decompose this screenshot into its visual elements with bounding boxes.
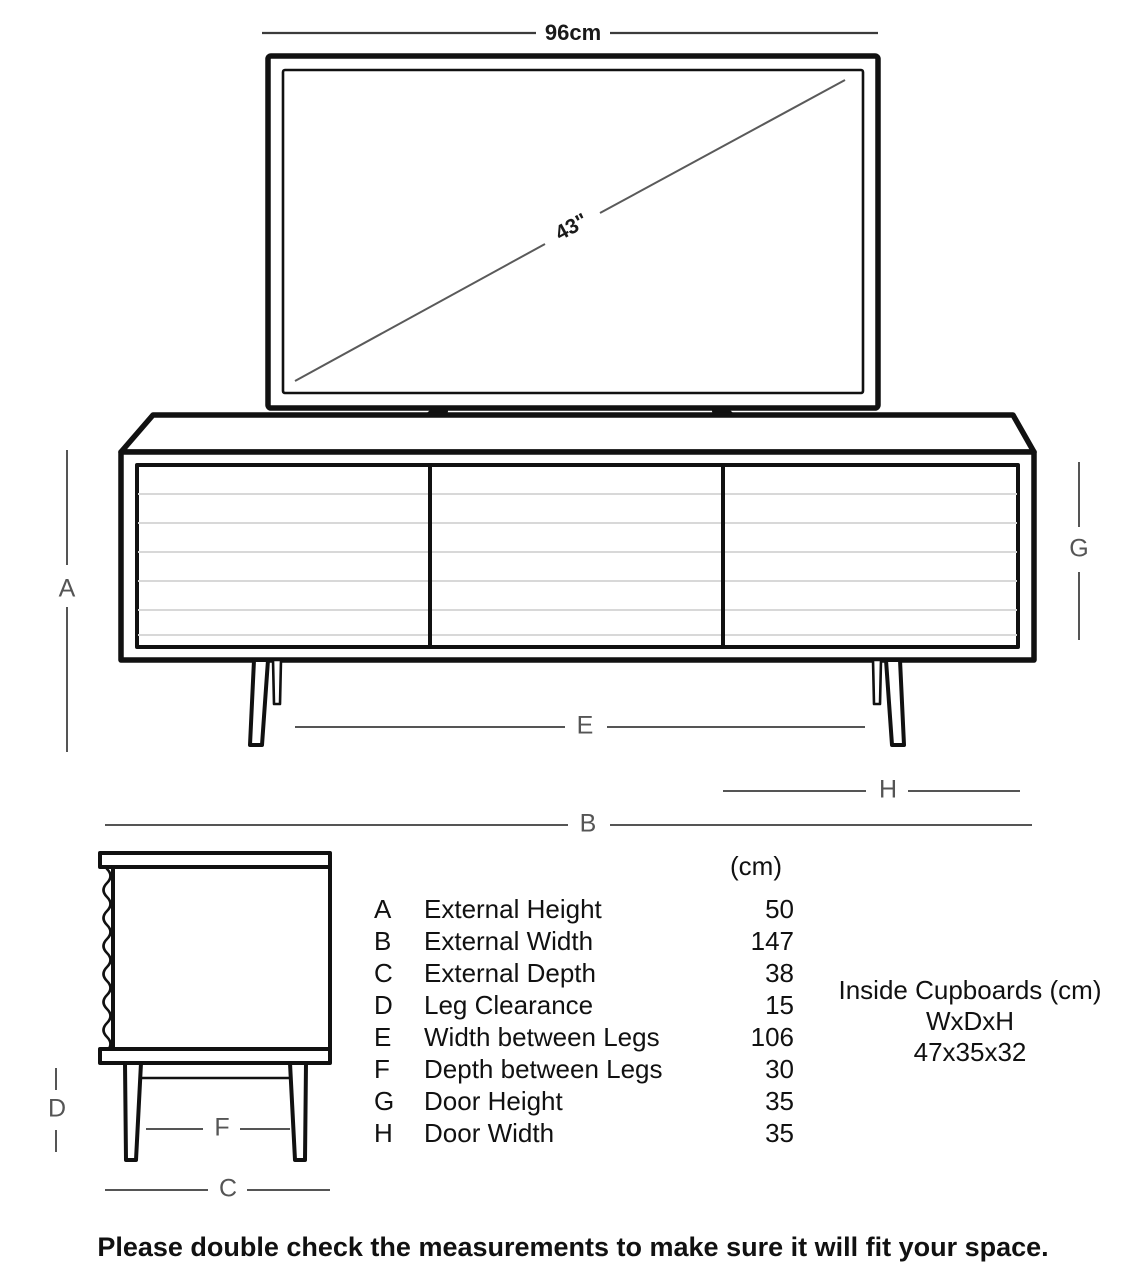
spec-letter: C (374, 958, 393, 988)
side-view-top-slab (98, 851, 332, 869)
table-row: C External Depth 38 (374, 958, 794, 990)
dimension-A: A (59, 450, 76, 752)
leg-front-left (248, 658, 270, 747)
specifications-table: A External Height 50 B External Width 14… (374, 894, 794, 1150)
spec-letter: E (374, 1022, 392, 1052)
table-row: H Door Width 35 (374, 1118, 794, 1150)
table-row: A External Height 50 (374, 894, 794, 926)
spec-name: Depth between Legs (424, 1054, 663, 1084)
inside-cupboards-axes: WxDxH (925, 1006, 1015, 1036)
sideboard-side-view (98, 851, 332, 1162)
side-view-leg-right (288, 1061, 308, 1162)
dimension-H: H (723, 776, 1020, 804)
dimension-F-label: F (214, 1114, 229, 1142)
cabinet-legs-front-view (248, 658, 906, 747)
side-view-leg-left (123, 1061, 143, 1162)
dimension-C-label: C (219, 1175, 237, 1203)
side-view-ribbed-edge (102, 867, 112, 1053)
spec-value: 50 (765, 894, 794, 924)
spec-value: 147 (750, 926, 794, 956)
leg-rear-right (871, 658, 883, 706)
tv-width-label: 96cm (545, 20, 601, 45)
leg-front-right (884, 658, 906, 747)
unit-header: (cm) (730, 851, 782, 881)
spec-name: External Width (424, 926, 594, 956)
spec-value: 35 (765, 1086, 794, 1116)
spec-letter: D (374, 990, 393, 1020)
spec-letter: B (374, 926, 392, 956)
side-view-bottom-rail (98, 1047, 332, 1065)
spec-name: Door Width (424, 1118, 555, 1148)
spec-name: External Depth (424, 958, 596, 988)
dimension-D-label: D (48, 1095, 66, 1123)
dimension-B: B (105, 810, 1032, 838)
tv-diagonal-line-upper (599, 79, 846, 214)
side-view-body (111, 865, 332, 1051)
spec-value: 106 (750, 1022, 794, 1052)
inside-cupboards-block: Inside Cupboards (cm) WxDxH 47x35x32 (820, 975, 1120, 1068)
spec-value: 30 (765, 1054, 794, 1084)
spec-value: 15 (765, 990, 794, 1020)
dimension-F: F (146, 1114, 290, 1142)
table-row: F Depth between Legs 30 (374, 1054, 794, 1086)
tv-screen (281, 68, 865, 395)
spec-letter: H (374, 1118, 393, 1148)
dimension-G-label: G (1069, 535, 1088, 563)
dimension-C: C (105, 1175, 330, 1203)
table-row: E Width between Legs 106 (374, 1022, 794, 1054)
table-row: B External Width 147 (374, 926, 794, 958)
cabinet-top-surface (118, 412, 1037, 455)
spec-value: 35 (765, 1118, 794, 1148)
footnote-text: Please double check the measurements to … (97, 1232, 1049, 1262)
tv-width-dimension: 96cm (262, 20, 878, 45)
inside-cupboards-value: 47x35x32 (913, 1037, 1027, 1067)
leg-rear-left (271, 658, 283, 706)
dimension-G: G (1069, 462, 1089, 640)
spec-value: 38 (765, 958, 794, 988)
dimension-E-label: E (577, 712, 594, 740)
spec-name: Door Height (424, 1086, 563, 1116)
inside-cupboards-title: Inside Cupboards (cm) (838, 975, 1102, 1005)
spec-name: External Height (424, 894, 602, 924)
tv-diagonal-line-lower (294, 243, 546, 382)
spec-name: Leg Clearance (424, 990, 594, 1020)
dimension-D: D (48, 1068, 66, 1152)
dimension-B-label: B (580, 810, 597, 838)
door-slat-lines (138, 493, 1017, 636)
table-row: D Leg Clearance 15 (374, 990, 794, 1022)
television: 43" (265, 53, 881, 445)
sideboard-front-view (118, 412, 1037, 747)
table-row: G Door Height 35 (374, 1086, 794, 1118)
dimension-A-label: A (59, 575, 76, 603)
dimension-H-label: H (879, 776, 897, 804)
spec-letter: G (374, 1086, 395, 1116)
spec-letter: F (374, 1054, 390, 1084)
cabinet-door-opening (135, 463, 1020, 649)
dimension-E: E (295, 712, 865, 740)
spec-letter: A (374, 894, 392, 924)
spec-name: Width between Legs (424, 1022, 660, 1052)
